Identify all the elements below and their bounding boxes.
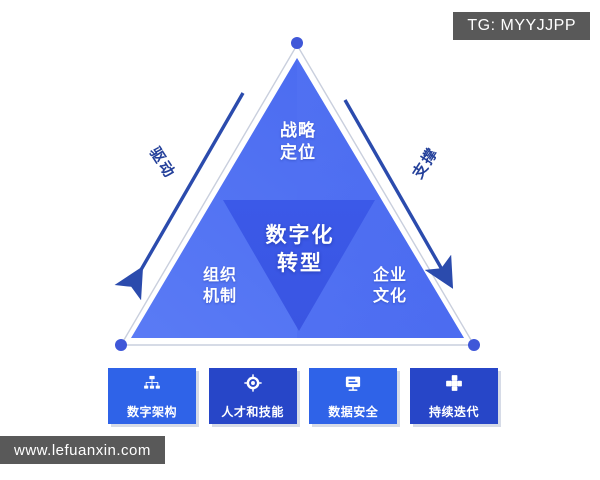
inner-inverted-triangle [223, 200, 375, 331]
card-digital-architecture[interactable]: 数字架构 [108, 368, 196, 424]
outer-guide-triangle [119, 43, 476, 346]
vertex-dot-bottom-right [468, 339, 480, 351]
card-continuous-iteration[interactable]: 持续迭代 [409, 368, 498, 424]
site-watermark-tag: www.lefuanxin.com [0, 436, 165, 464]
tg-watermark-tag: TG: MYYJJPP [453, 12, 590, 40]
triangle-right-face [297, 58, 464, 338]
pillar-card-row: 数字架构 人才和技能 数据安 [108, 368, 498, 426]
right-support-arrow [343, 99, 454, 289]
card-label: 数据安全 [328, 404, 379, 419]
card-icon-slot [209, 368, 297, 398]
card-label: 持续迭代 [428, 404, 479, 419]
bottom-left-label: 组织 机制 [202, 267, 237, 306]
card-label: 人才和技能 [221, 404, 284, 419]
card-data-security[interactable]: 数据安全 [309, 368, 398, 424]
apex-label: 战略 定位 [280, 121, 316, 163]
bottom-right-label: 企业 文化 [372, 267, 407, 306]
vertex-dot-apex [291, 37, 303, 49]
card-icon-slot [410, 368, 498, 398]
card-talent-skills[interactable]: 人才和技能 [208, 368, 297, 424]
puzzle-blocks-icon [446, 375, 462, 391]
left-drive-arrow [114, 92, 245, 301]
card-icon-slot [309, 368, 397, 398]
target-icon [244, 374, 262, 392]
card-icon-slot [108, 368, 196, 398]
card-label: 数字架构 [126, 404, 177, 419]
center-concept-label: 数字化 转型 [265, 224, 335, 275]
monitor-icon [346, 376, 361, 391]
org-chart-icon [144, 375, 160, 389]
vertex-dot-bottom-left [115, 339, 127, 351]
